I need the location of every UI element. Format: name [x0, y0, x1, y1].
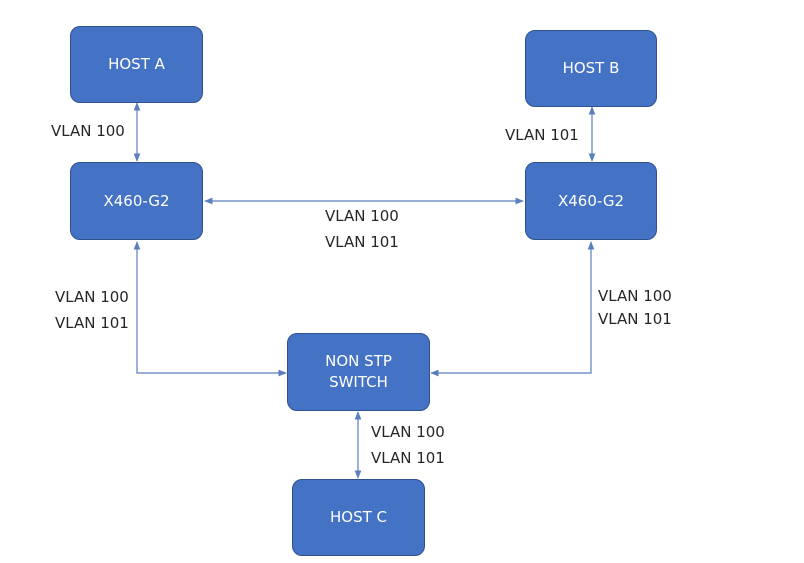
link-switch-right-to-non-stp-switch — [430, 241, 595, 377]
vlan-label-line: VLAN 100 — [325, 207, 399, 225]
vlan-label-line: VLAN 101 — [505, 126, 579, 144]
switch-left-node: X460-G2 — [70, 162, 203, 240]
host-c-node: HOST C — [292, 479, 425, 556]
host-b-node: HOST B — [525, 30, 657, 107]
host-a-node: HOST A — [70, 26, 203, 103]
vlan-label-line: VLAN 100 — [51, 122, 125, 140]
switch-right-label: X460-G2 — [557, 191, 625, 210]
vlan-label-trunk-top: VLAN 100 VLAN 101 — [325, 203, 399, 255]
switch-right-node: X460-G2 — [525, 162, 657, 240]
vlan-label-left-trunk: VLAN 100 VLAN 101 — [55, 284, 129, 336]
vlan-label-host-b: VLAN 101 — [505, 122, 579, 148]
host-a-label: HOST A — [108, 55, 165, 73]
vlan-label-host-c: VLAN 100 VLAN 101 — [371, 419, 445, 471]
vlan-label-line: VLAN 101 — [371, 449, 445, 467]
host-b-label: HOST B — [562, 59, 620, 77]
vlan-label-line: VLAN 101 — [598, 310, 672, 328]
non-stp-switch-label: NON STP SWITCH — [325, 352, 392, 391]
switch-left-label: X460-G2 — [103, 191, 170, 210]
vlan-label-line: VLAN 100 — [55, 288, 129, 306]
link-switch-left-to-non-stp-switch — [133, 241, 287, 377]
vlan-label-host-a: VLAN 100 — [51, 118, 125, 144]
vlan-label-line: VLAN 101 — [55, 314, 129, 332]
non-stp-switch-node: NON STP SWITCH — [287, 333, 430, 411]
host-c-label: HOST C — [329, 508, 387, 526]
vlan-label-right-trunk: VLAN 100 VLAN 101 — [598, 285, 672, 331]
vlan-label-line: VLAN 101 — [325, 233, 399, 251]
vlan-label-line: VLAN 100 — [371, 423, 445, 441]
vlan-label-line: VLAN 100 — [598, 287, 672, 305]
